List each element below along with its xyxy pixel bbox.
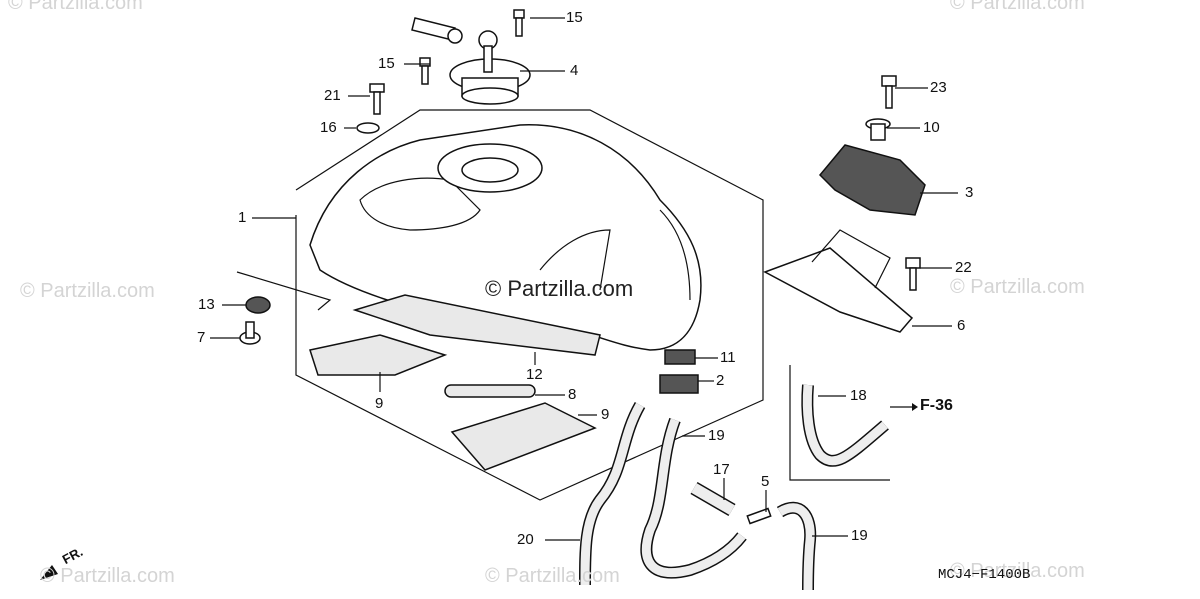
- callout-15-left: 15: [378, 55, 395, 72]
- callout-17: 17: [713, 461, 730, 478]
- reference-f36: F-36: [920, 397, 953, 414]
- fuel-tank: [309, 124, 702, 351]
- collar-10: [865, 118, 891, 141]
- callout-16: 16: [320, 119, 337, 136]
- callout-2: 2: [716, 372, 725, 389]
- callout-6: 6: [957, 317, 966, 334]
- grommet-13: [245, 296, 271, 314]
- callout-3: 3: [965, 184, 974, 201]
- bolt-22: [905, 257, 921, 291]
- leader-lines: [40, 17, 958, 580]
- insulator-12: [352, 294, 601, 356]
- bolt-15-top: [513, 9, 525, 37]
- rubber-pad-11: [664, 349, 696, 365]
- bolt-23: [881, 75, 897, 109]
- tube-19-right: [776, 501, 817, 591]
- assembly-frame: [295, 109, 764, 501]
- callout-22: 22: [955, 259, 972, 276]
- bolt-7: [239, 321, 261, 345]
- bolt-21: [369, 83, 385, 115]
- callout-11: 11: [720, 349, 736, 366]
- callout-9-bottom: 9: [601, 406, 610, 423]
- callout-7: 7: [197, 329, 206, 346]
- watermark-mid-right: © Partzilla.com: [950, 276, 1085, 298]
- watermark-bottom-center: © Partzilla.com: [485, 565, 620, 587]
- callout-10: 10: [923, 119, 940, 136]
- bracket-6: [763, 229, 914, 333]
- watermark-center: © Partzilla.com: [485, 276, 634, 301]
- callout-9-left: 9: [375, 395, 384, 412]
- callout-5: 5: [761, 473, 770, 490]
- f36-frame: [789, 365, 890, 481]
- watermark-mid-left: © Partzilla.com: [20, 280, 155, 302]
- insulator-9-bottom: [450, 402, 597, 471]
- callout-1: 1: [238, 209, 247, 226]
- watermark-bottom-left: © Partzilla.com: [40, 565, 175, 587]
- diagram-code: MCJ4−F1400B: [938, 567, 1031, 583]
- washer-16: [356, 122, 380, 134]
- callout-15-top: 15: [566, 9, 583, 26]
- tube-19-left: [640, 417, 747, 579]
- joint-5: [746, 507, 772, 525]
- rubber-mount-3: [818, 144, 926, 216]
- callout-19-right: 19: [851, 527, 868, 544]
- watermark-top-left: © Partzilla.com: [8, 0, 143, 14]
- tube-20: [579, 402, 646, 586]
- watermark-top-right: © Partzilla.com: [950, 0, 1085, 14]
- tube-18: [801, 384, 889, 467]
- callout-12: 12: [526, 366, 543, 383]
- bolt-15-left: [419, 57, 431, 85]
- callout-8: 8: [568, 386, 577, 403]
- watermark-bottom-right: © Partzilla.com: [950, 560, 1085, 582]
- callout-19-left: 19: [708, 427, 725, 444]
- fuel-cap: [411, 17, 531, 105]
- tube-17: [690, 481, 736, 517]
- callout-20: 20: [517, 531, 534, 548]
- seal-8: [444, 384, 536, 398]
- callout-4: 4: [570, 62, 579, 79]
- callout-18: 18: [850, 387, 867, 404]
- callout-23: 23: [930, 79, 947, 96]
- insulator-9-left: [309, 334, 448, 376]
- callout-13: 13: [198, 296, 215, 313]
- rubber-pad-2: [659, 374, 699, 394]
- callout-21: 21: [324, 87, 341, 104]
